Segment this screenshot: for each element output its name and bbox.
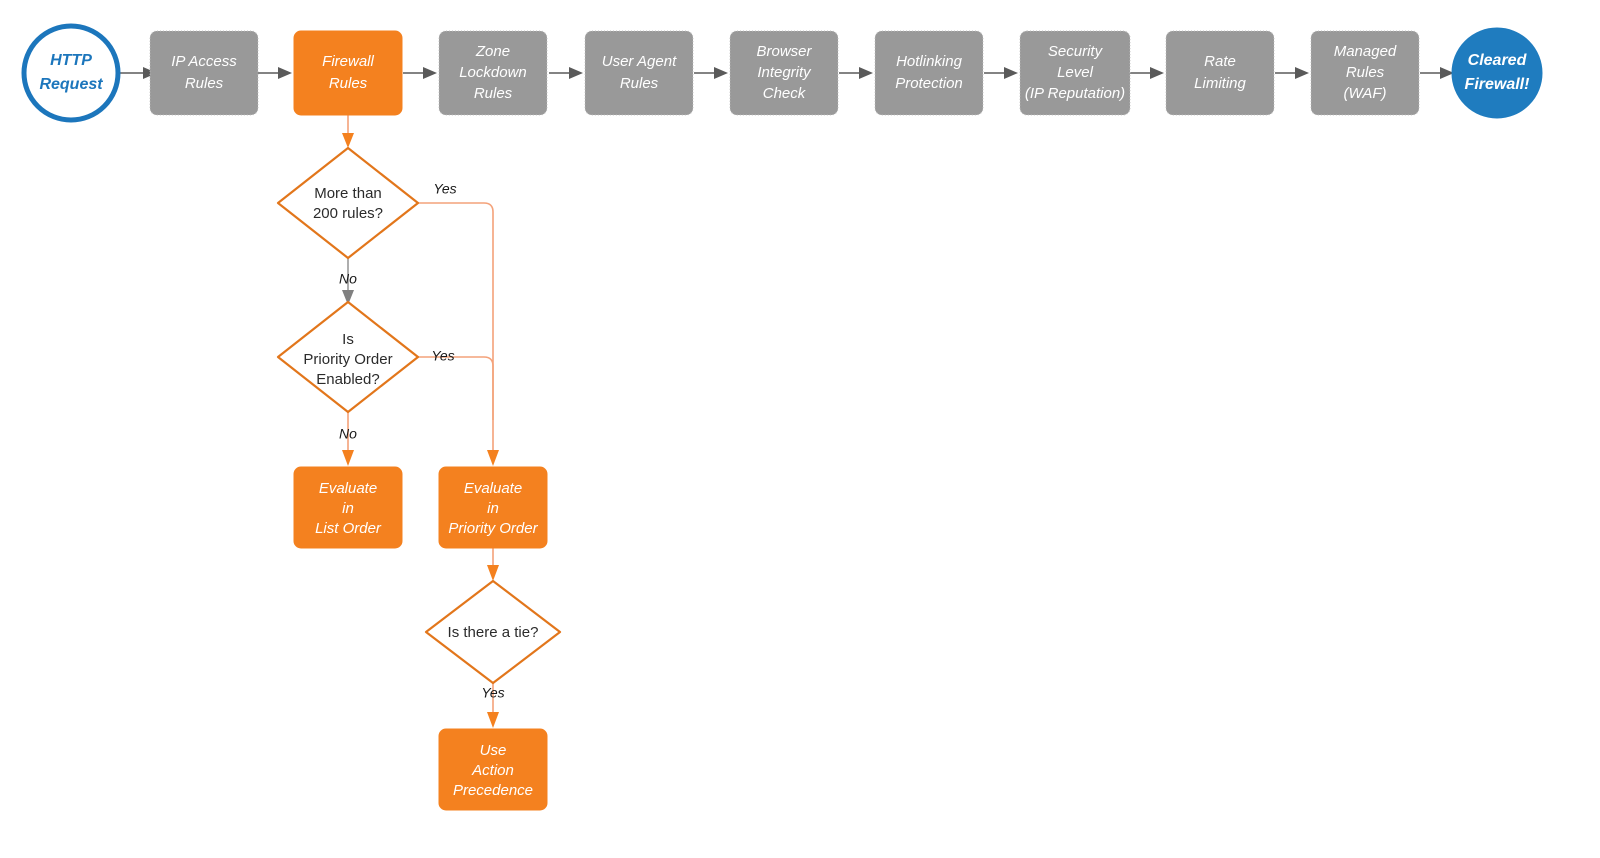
connector-hotlinking-to-security-level [984,67,1018,79]
node-user-agent-rules[interactable]: User Agent Rules [584,30,694,116]
ip-access-rules-shape [149,30,259,116]
evaluate-priority-order-shape [438,466,548,549]
evaluate-list-order-label-line2: in [342,500,354,517]
node-decision-is-there-a-tie[interactable]: Is there a tie? [424,579,562,685]
node-http-request[interactable]: HTTP Request [21,23,121,123]
edge-label-decision2-no: No [339,426,357,442]
connector-zone-lockdown-to-user-agent [549,67,583,79]
node-ip-access-rules[interactable]: IP Access Rules [149,30,259,116]
node-managed-rules-waf[interactable]: Managed Rules (WAF) [1310,30,1420,116]
connector-firewall-to-decision1 [342,110,354,148]
security-level-shape [1019,30,1131,116]
connector-decision2-yes-to-priority-order [418,356,494,420]
end-terminal-circle [1451,27,1543,119]
end-terminal-label-line2: Firewall! [1465,76,1531,93]
decision-priority-order-enabled-label-line3: Enabled? [316,371,379,388]
ip-access-rules-label-line1: IP Access [171,53,237,70]
use-action-precedence-label-line2: Action [471,762,514,779]
node-cleared-firewall[interactable]: Cleared Firewall! [1451,27,1543,119]
user-agent-rules-label-line2: Rules [620,75,659,92]
decision-more-than-200-rules-label-line1: More than [314,185,382,202]
pipeline-connectors [120,67,1454,79]
evaluate-priority-order-label-line2: in [487,500,499,517]
end-terminal-label-line1: Cleared [1468,52,1528,69]
node-firewall-rules[interactable]: Firewall Rules [293,30,403,116]
firewall-rules-label-line2: Rules [329,75,368,92]
connector-managed-rules-to-end [1420,67,1454,79]
connector-decision1-no-to-decision2 [342,253,354,305]
evaluate-list-order-shape [293,466,403,549]
node-decision-more-than-200-rules[interactable]: More than 200 rules? [276,146,420,260]
browser-integrity-check-shape [729,30,839,116]
rate-limiting-shape [1165,30,1275,116]
hotlinking-protection-label-line2: Protection [895,75,963,92]
decision-is-there-a-tie-label-line1: Is there a tie? [448,624,539,641]
connector-firewall-to-zone-lockdown [403,67,437,79]
use-action-precedence-label-line1: Use [480,742,507,759]
connector-ip-access-to-firewall [258,67,292,79]
rate-limiting-label-line1: Rate [1204,53,1236,70]
decision-more-than-200-rules-label-line2: 200 rules? [313,205,383,222]
edge-label-decision1-yes: Yes [433,181,456,197]
node-rate-limiting[interactable]: Rate Limiting [1165,30,1275,116]
use-action-precedence-label-line3: Precedence [453,782,533,799]
node-hotlinking-protection[interactable]: Hotlinking Protection [874,30,984,116]
user-agent-rules-shape [584,30,694,116]
zone-lockdown-rules-label-line3: Rules [474,85,513,102]
node-zone-lockdown-rules[interactable]: Zone Lockdown Rules [438,30,548,116]
connector-priority-order-to-decision3 [487,548,499,581]
edge-label-decision2-yes: Yes [431,348,454,364]
rate-limiting-label-line2: Limiting [1194,75,1246,92]
user-agent-rules-label-line1: User Agent [602,53,677,70]
hotlinking-protection-shape [874,30,984,116]
browser-integrity-check-label-line3: Check [763,85,807,102]
evaluate-list-order-label-line3: List Order [315,520,382,537]
connector-browser-integrity-to-hotlinking [839,67,873,79]
connector-user-agent-to-browser-integrity [694,67,728,79]
zone-lockdown-rules-shape [438,30,548,116]
edge-label-decision1-no: No [339,271,357,287]
firewall-rules-label-line1: Firewall [322,53,374,70]
node-evaluate-priority-order[interactable]: Evaluate in Priority Order [438,466,548,549]
decision-priority-order-enabled-label-line2: Priority Order [303,351,392,368]
edge-labels: Yes No Yes No Yes [339,181,505,701]
node-evaluate-list-order[interactable]: Evaluate in List Order [293,466,403,549]
zone-lockdown-rules-label-line2: Lockdown [459,64,527,81]
security-level-label-line2: Level [1057,64,1094,81]
start-terminal-circle [21,23,121,123]
browser-integrity-check-label-line2: Integrity [757,64,812,81]
ip-access-rules-label-line2: Rules [185,75,224,92]
node-decision-priority-order-enabled[interactable]: Is Priority Order Enabled? [276,300,420,414]
decision-priority-order-enabled-label-line1: Is [342,331,354,348]
managed-rules-waf-shape [1310,30,1420,116]
branch-connectors [342,110,499,728]
node-browser-integrity-check[interactable]: Browser Integrity Check [729,30,839,116]
browser-integrity-check-label-line1: Browser [756,43,812,60]
connector-decision2-no-to-list-order [342,410,354,466]
security-level-label-line3: (IP Reputation) [1025,85,1125,102]
evaluate-list-order-label-line1: Evaluate [319,480,377,497]
connector-rate-limiting-to-managed-rules [1275,67,1309,79]
start-terminal-label-line2: Request [39,76,103,93]
security-level-label-line1: Security [1048,43,1104,60]
managed-rules-waf-label-line2: Rules [1346,64,1385,81]
connector-security-level-to-rate-limiting [1130,67,1164,79]
edge-label-decision3-yes: Yes [481,685,504,701]
managed-rules-waf-label-line3: (WAF) [1343,85,1386,102]
zone-lockdown-rules-label-line1: Zone [475,43,510,60]
decision-priority-order-enabled-shape [276,300,420,414]
node-security-level[interactable]: Security Level (IP Reputation) [1019,30,1131,116]
managed-rules-waf-label-line1: Managed [1334,43,1397,60]
evaluate-priority-order-label-line3: Priority Order [448,520,538,537]
hotlinking-protection-label-line1: Hotlinking [896,53,963,70]
decision-is-there-a-tie-shape [424,579,562,685]
node-use-action-precedence[interactable]: Use Action Precedence [438,728,548,811]
evaluate-priority-order-label-line1: Evaluate [464,480,522,497]
use-action-precedence-shape [438,728,548,811]
decision-more-than-200-rules-shape [276,146,420,260]
connector-decision1-yes-to-priority-order [418,202,499,466]
firewall-rules-shape [293,30,403,116]
start-terminal-label-line1: HTTP [50,52,92,69]
